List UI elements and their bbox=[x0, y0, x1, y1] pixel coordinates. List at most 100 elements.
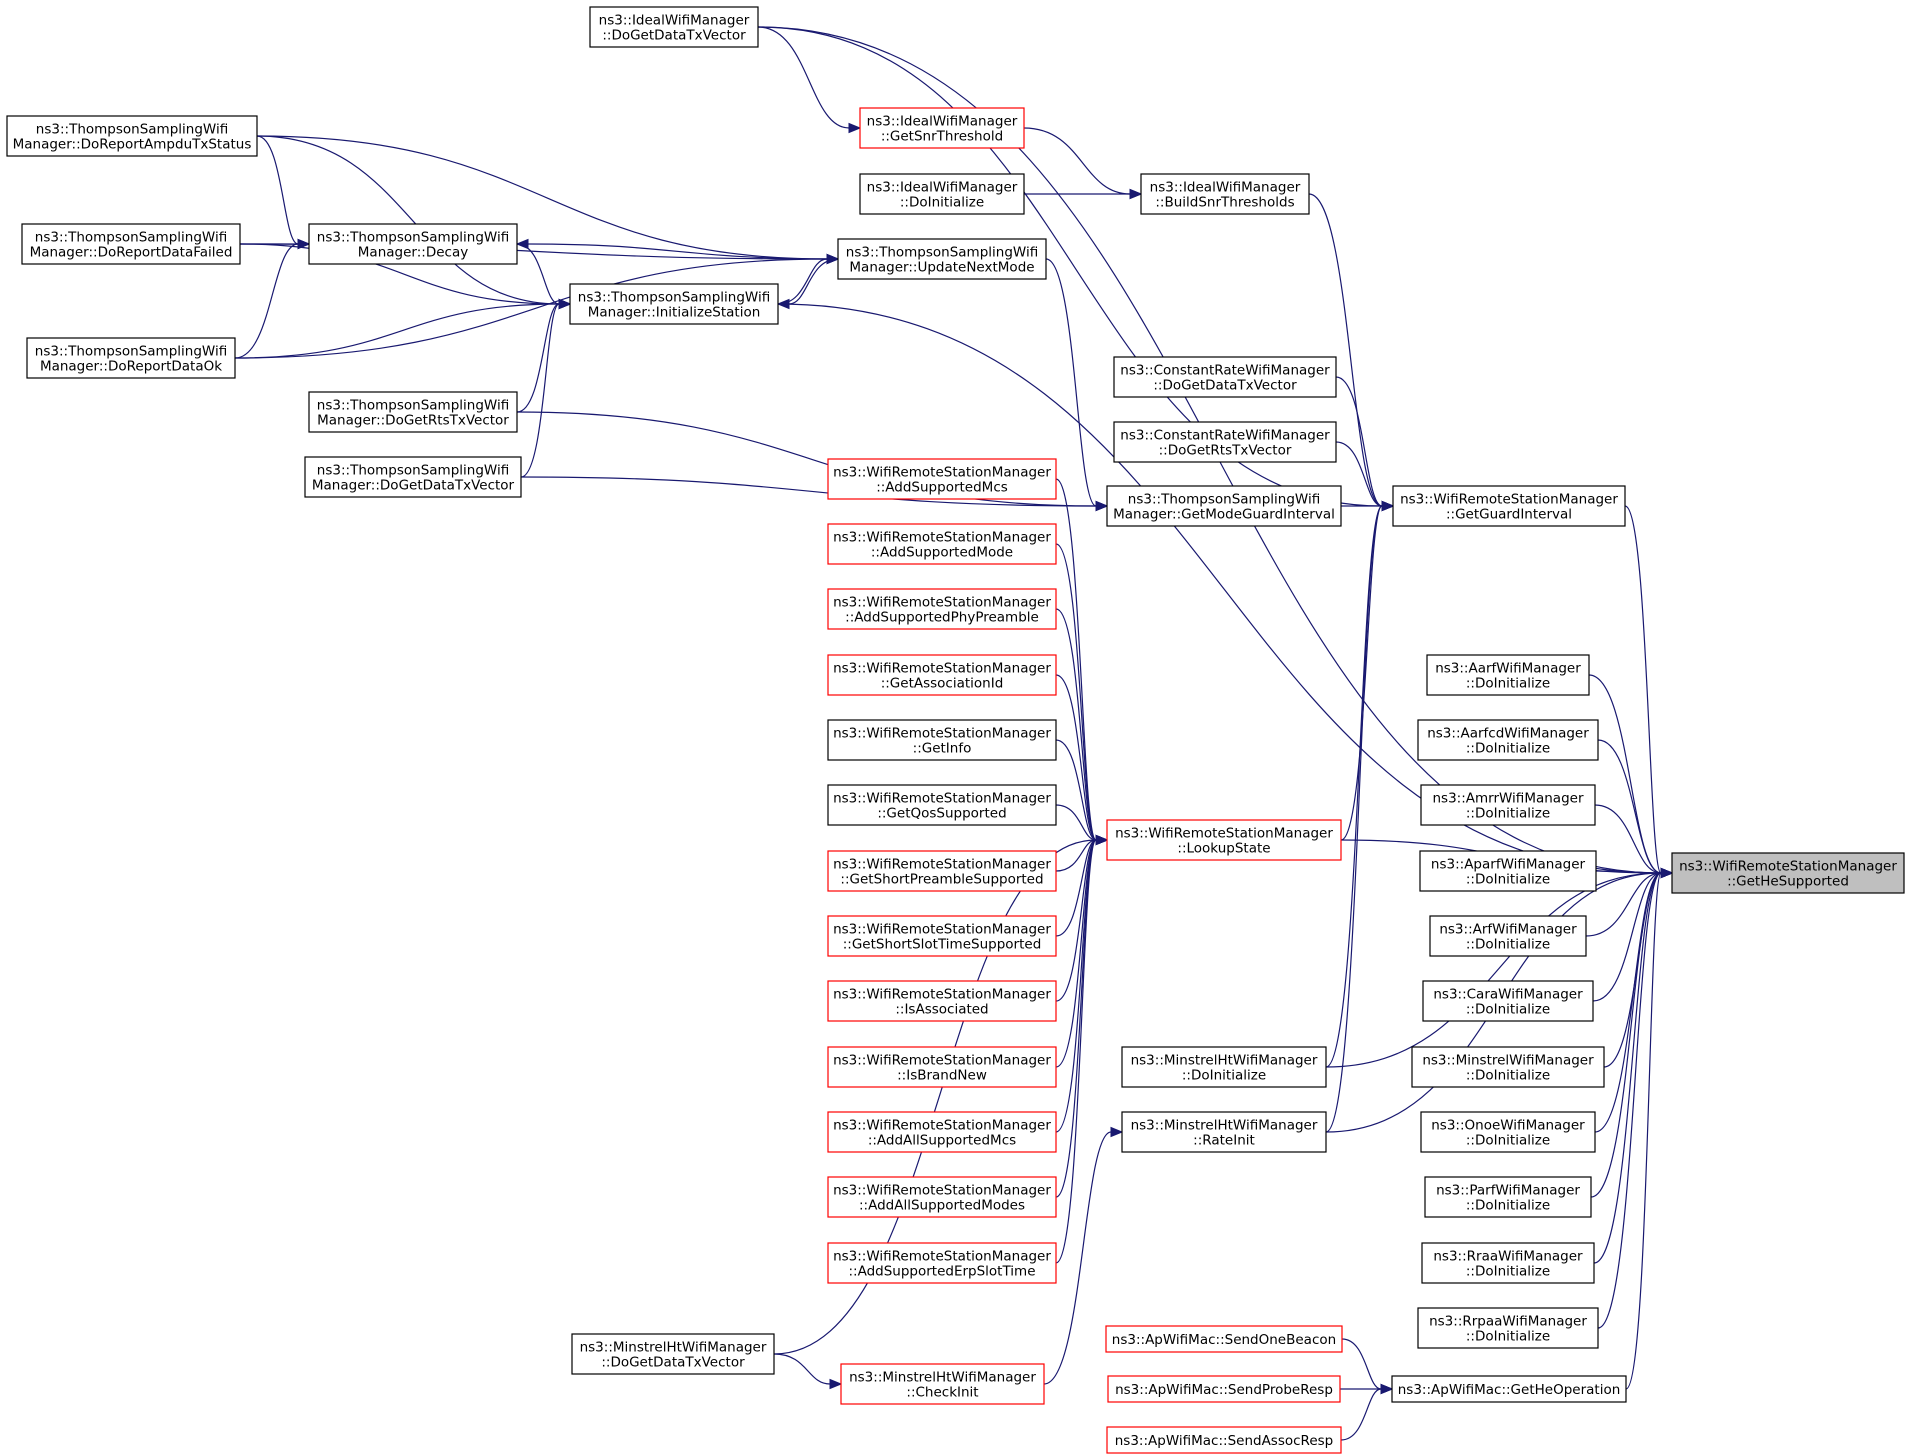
node-label-line: ::DoInitialize bbox=[1466, 676, 1550, 692]
node-rraa[interactable]: ns3::RraaWifiManager::DoInitialize bbox=[1421, 1242, 1595, 1284]
node-wrsm-ggi[interactable]: ns3::WifiRemoteStationManager::GetGuardI… bbox=[1392, 485, 1626, 527]
node-ideal-doinit[interactable]: ns3::IdealWifiManager::DoInitialize bbox=[859, 173, 1025, 215]
node-ideal-dogdtx[interactable]: ns3::IdealWifiManager::DoGetDataTxVector bbox=[589, 6, 759, 48]
node-label-line: ::CheckInit bbox=[906, 1385, 978, 1401]
node-aarf[interactable]: ns3::AarfWifiManager::DoInitialize bbox=[1426, 654, 1590, 696]
node-cr-dtx[interactable]: ns3::ConstantRateWifiManager::DoGetDataT… bbox=[1113, 356, 1337, 398]
edge-ts-ampdu-to-ts-init bbox=[256, 135, 572, 310]
node-wrsm-aamcs[interactable]: ns3::WifiRemoteStationManager::AddAllSup… bbox=[827, 1111, 1057, 1153]
node-mht-check[interactable]: ns3::MinstrelHtWifiManager::CheckInit bbox=[840, 1363, 1045, 1405]
node-box bbox=[1419, 850, 1597, 892]
node-box bbox=[837, 238, 1047, 280]
node-parf[interactable]: ns3::ParfWifiManager::DoInitialize bbox=[1424, 1176, 1592, 1218]
node-label-line: ::DoInitialize bbox=[900, 195, 984, 211]
node-wrsm-lookup[interactable]: ns3::WifiRemoteStationManager::LookupSta… bbox=[1106, 819, 1342, 861]
edge-mht-doinit-to-gethe bbox=[1325, 867, 1674, 1068]
node-ap-beacon[interactable]: ns3::ApWifiMac::SendOneBeacon bbox=[1105, 1325, 1343, 1353]
edge-line bbox=[1603, 872, 1662, 1068]
edge-wrsm-lookup-to-wrsm-ggi bbox=[1340, 500, 1395, 841]
node-wrsm-gspre[interactable]: ns3::WifiRemoteStationManager::GetShortP… bbox=[827, 850, 1057, 892]
node-ts-gmgi[interactable]: ns3::ThompsonSamplingWifiManager::GetMod… bbox=[1106, 485, 1342, 527]
node-label-line: ::DoInitialize bbox=[1466, 806, 1550, 822]
node-box bbox=[827, 654, 1057, 696]
node-ap-assoc[interactable]: ns3::ApWifiMac::SendAssocResp bbox=[1106, 1426, 1342, 1454]
node-box bbox=[1391, 1375, 1627, 1403]
node-wrsm-gaid[interactable]: ns3::WifiRemoteStationManager::GetAssoci… bbox=[827, 654, 1057, 696]
node-wrsm-gsslot[interactable]: ns3::WifiRemoteStationManager::GetShortS… bbox=[827, 915, 1057, 957]
node-arf[interactable]: ns3::ArfWifiManager::DoInitialize bbox=[1429, 915, 1587, 957]
node-label-line: ns3::ThompsonSamplingWifi bbox=[35, 344, 227, 360]
edge-wrsm-ggi-to-gethe bbox=[1624, 505, 1674, 879]
edge-wrsm-aserp-to-wrsm-lookup bbox=[1055, 834, 1109, 1264]
node-label-line: ns3::MinstrelHtWifiManager bbox=[849, 1370, 1036, 1386]
node-ts-ok[interactable]: ns3::ThompsonSamplingWifiManager::DoRepo… bbox=[26, 337, 236, 379]
node-ap-gheop[interactable]: ns3::ApWifiMac::GetHeOperation bbox=[1391, 1375, 1627, 1403]
node-label-line: ns3::ThompsonSamplingWifi bbox=[578, 290, 770, 306]
node-wrsm-isnew[interactable]: ns3::WifiRemoteStationManager::IsBrandNe… bbox=[827, 1046, 1057, 1088]
edge-line bbox=[788, 258, 839, 305]
node-minstrel[interactable]: ns3::MinstrelWifiManager::DoInitialize bbox=[1411, 1046, 1605, 1088]
node-wrsm-ginfo[interactable]: ns3::WifiRemoteStationManager::GetInfo bbox=[827, 719, 1057, 761]
node-label-line: ns3::AparfWifiManager bbox=[1431, 857, 1586, 873]
edge-line bbox=[256, 135, 828, 260]
node-label-line: ns3::ThompsonSamplingWifi bbox=[846, 245, 1038, 261]
node-wrsm-aserp[interactable]: ns3::WifiRemoteStationManager::AddSuppor… bbox=[827, 1242, 1057, 1284]
node-ap-probe[interactable]: ns3::ApWifiMac::SendProbeResp bbox=[1107, 1375, 1341, 1403]
edge-ts-ok-to-ts-init bbox=[234, 298, 572, 359]
node-label-line: Manager::DoReportDataFailed bbox=[30, 245, 233, 261]
node-label-line: ::LookupState bbox=[1177, 841, 1270, 857]
edge-line bbox=[1023, 127, 1131, 195]
node-wrsm-asphy[interactable]: ns3::WifiRemoteStationManager::AddSuppor… bbox=[827, 588, 1057, 630]
node-label-line: ::RateInit bbox=[1193, 1133, 1255, 1149]
node-label-line: ns3::WifiRemoteStationManager bbox=[833, 857, 1051, 873]
node-ts-dtx[interactable]: ns3::ThompsonSamplingWifiManager::DoGetD… bbox=[304, 456, 522, 498]
node-ts-update[interactable]: ns3::ThompsonSamplingWifiManager::Update… bbox=[837, 238, 1047, 280]
node-wrsm-aamodes[interactable]: ns3::WifiRemoteStationManager::AddAllSup… bbox=[827, 1176, 1057, 1218]
node-onoe[interactable]: ns3::OnoeWifiManager::DoInitialize bbox=[1420, 1111, 1596, 1153]
node-gethe[interactable]: ns3::WifiRemoteStationManager::GetHeSupp… bbox=[1671, 852, 1905, 894]
edge-line bbox=[1055, 608, 1097, 841]
edge-line bbox=[1335, 441, 1383, 507]
node-box bbox=[1422, 980, 1594, 1022]
node-cara[interactable]: ns3::CaraWifiManager::DoInitialize bbox=[1422, 980, 1594, 1022]
node-ideal-gsnr[interactable]: ns3::IdealWifiManager::GetSnrThreshold bbox=[859, 107, 1025, 149]
node-rrpaa[interactable]: ns3::RrpaaWifiManager::DoInitialize bbox=[1417, 1307, 1599, 1349]
node-ts-ampdu[interactable]: ns3::ThompsonSamplingWifiManager::DoRepo… bbox=[6, 115, 258, 157]
node-aparf[interactable]: ns3::AparfWifiManager::DoInitialize bbox=[1419, 850, 1597, 892]
edge-line bbox=[1055, 839, 1097, 1198]
node-ts-failed[interactable]: ns3::ThompsonSamplingWifiManager::DoRepo… bbox=[21, 223, 241, 265]
edge-aarf-to-gethe bbox=[1588, 674, 1674, 879]
node-label-line: ::DoInitialize bbox=[1466, 937, 1550, 953]
node-box bbox=[571, 1333, 775, 1375]
node-label-line: ns3::ApWifiMac::SendProbeResp bbox=[1115, 1382, 1333, 1398]
node-label-line: ns3::WifiRemoteStationManager bbox=[833, 1183, 1051, 1199]
node-mht-dtx[interactable]: ns3::MinstrelHtWifiManager::DoGetDataTxV… bbox=[571, 1333, 775, 1375]
edge-ap-beacon-to-ap-gheop bbox=[1341, 1338, 1394, 1395]
node-box bbox=[1417, 1307, 1599, 1349]
node-label-line: Manager::DoGetRtsTxVector bbox=[317, 413, 509, 429]
node-wrsm-gqos[interactable]: ns3::WifiRemoteStationManager::GetQosSup… bbox=[827, 784, 1057, 826]
node-wrsm-asmode[interactable]: ns3::WifiRemoteStationManager::AddSuppor… bbox=[827, 523, 1057, 565]
node-mht-doinit[interactable]: ns3::MinstrelHtWifiManager::DoInitialize bbox=[1121, 1046, 1327, 1088]
node-label-line: ns3::ApWifiMac::SendOneBeacon bbox=[1112, 1332, 1336, 1348]
node-ts-init[interactable]: ns3::ThompsonSamplingWifiManager::Initia… bbox=[569, 283, 779, 325]
edge-line bbox=[516, 303, 560, 413]
node-cr-rts[interactable]: ns3::ConstantRateWifiManager::DoGetRtsTx… bbox=[1113, 421, 1337, 463]
node-amrr[interactable]: ns3::AmrrWifiManager::DoInitialize bbox=[1420, 784, 1596, 826]
node-ideal-build[interactable]: ns3::IdealWifiManager::BuildSnrThreshold… bbox=[1140, 173, 1310, 215]
node-ts-rts[interactable]: ns3::ThompsonSamplingWifiManager::DoGetR… bbox=[308, 391, 518, 433]
edge-line bbox=[1592, 872, 1662, 1002]
edge-ideal-doinit-to-ideal-build bbox=[1023, 188, 1143, 200]
node-box bbox=[1105, 1325, 1343, 1353]
node-wrsm-asmcs[interactable]: ns3::WifiRemoteStationManager::AddSuppor… bbox=[827, 458, 1057, 500]
edge-line bbox=[1045, 258, 1097, 507]
node-label-line: ns3::WifiRemoteStationManager bbox=[833, 465, 1051, 481]
edge-parf-to-gethe bbox=[1590, 867, 1674, 1198]
node-label-line: Manager::Decay bbox=[358, 245, 468, 261]
node-wrsm-isassoc[interactable]: ns3::WifiRemoteStationManager::IsAssocia… bbox=[827, 980, 1057, 1022]
node-label-line: ::DoInitialize bbox=[1466, 1068, 1550, 1084]
node-aarfcd[interactable]: ns3::AarfcdWifiManager::DoInitialize bbox=[1417, 719, 1599, 761]
node-mht-rateinit[interactable]: ns3::MinstrelHtWifiManager::RateInit bbox=[1121, 1111, 1327, 1153]
node-label-line: Manager::DoReportAmpduTxStatus bbox=[13, 137, 252, 153]
